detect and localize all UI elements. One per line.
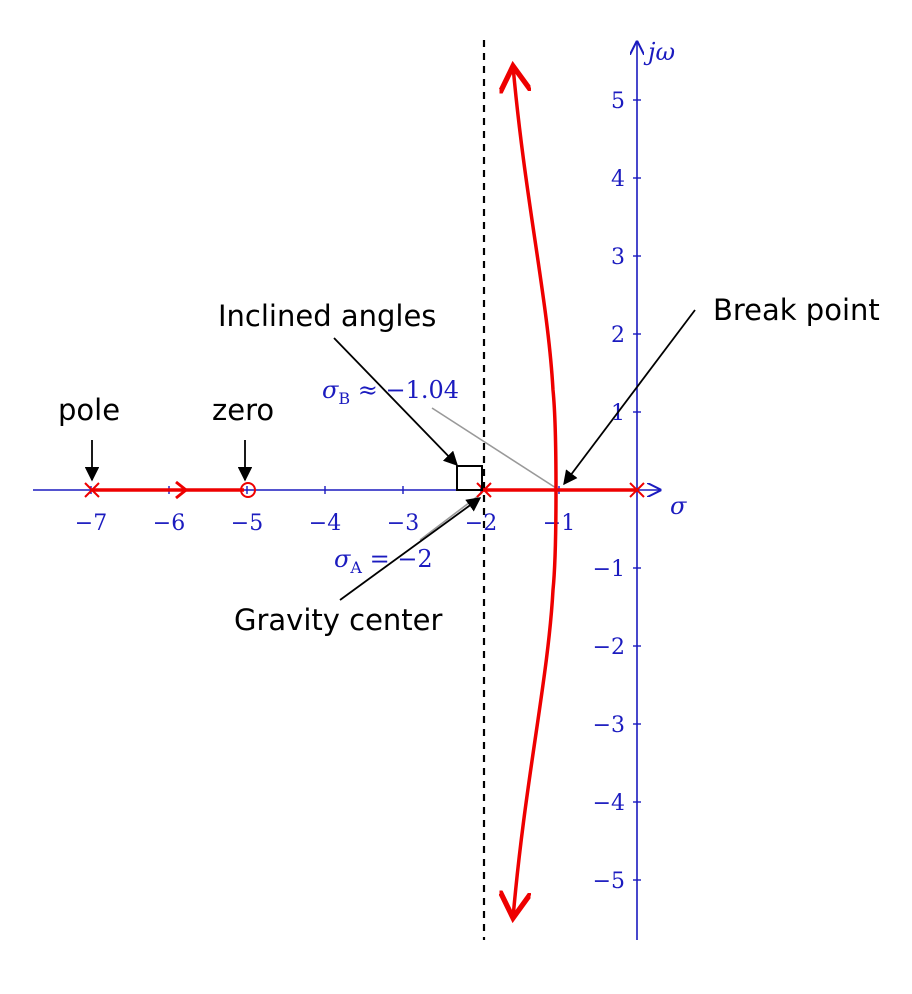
break-point-annotation: Break point	[713, 293, 880, 327]
sigma-b-label: σB ≈ −1.04	[322, 376, 459, 408]
break-point-arrow	[563, 309, 696, 486]
y-tick-label: 5	[611, 89, 625, 114]
pole-annotation: pole	[58, 393, 120, 427]
y-tick-label: 4	[611, 167, 625, 192]
y-tick-label: 2	[611, 323, 625, 348]
pole-marker-minus2	[476, 482, 492, 498]
y-tick-label: −3	[593, 713, 625, 738]
x-tick-label: −5	[231, 511, 263, 536]
locus-direction-arrow	[175, 480, 189, 500]
pole-marker-minus7	[84, 482, 100, 498]
x-tick-label: −3	[387, 511, 419, 536]
inclined-angles-arrow	[333, 337, 459, 467]
gravity-center-arrow	[339, 497, 482, 601]
y-tick-label: −4	[593, 791, 625, 816]
break-leader-line	[431, 407, 557, 489]
x-tick-label: −2	[465, 511, 497, 536]
zero-annotation: zero	[212, 393, 274, 427]
x-ticks: −7 −6 −5 −4 −3 −2 −1	[75, 486, 575, 536]
x-tick-label: −4	[309, 511, 341, 536]
pole-marker-origin	[629, 482, 645, 498]
x-tick-label: −1	[543, 511, 575, 536]
sigma-axis-label: σ	[670, 492, 687, 520]
inclined-angles-annotation: Inclined angles	[218, 299, 436, 333]
locus-branch-upper	[513, 66, 558, 491]
x-tick-label: −6	[153, 511, 185, 536]
y-tick-label: −1	[593, 557, 625, 582]
inclined-angle-square	[456, 465, 483, 491]
gravity-center-annotation: Gravity center	[234, 603, 443, 637]
y-tick-label: 3	[611, 245, 625, 270]
y-tick-label: −5	[593, 869, 625, 894]
y-ticks: 54321−1−2−3−4−5	[593, 89, 641, 894]
zero-marker-minus5	[240, 482, 256, 498]
sigma-a-label: σA = −2	[334, 545, 433, 577]
jomega-axis-label: jω	[643, 38, 675, 66]
y-tick-label: −2	[593, 635, 625, 660]
x-tick-label: −7	[75, 511, 107, 536]
locus-branch-lower	[513, 489, 558, 918]
